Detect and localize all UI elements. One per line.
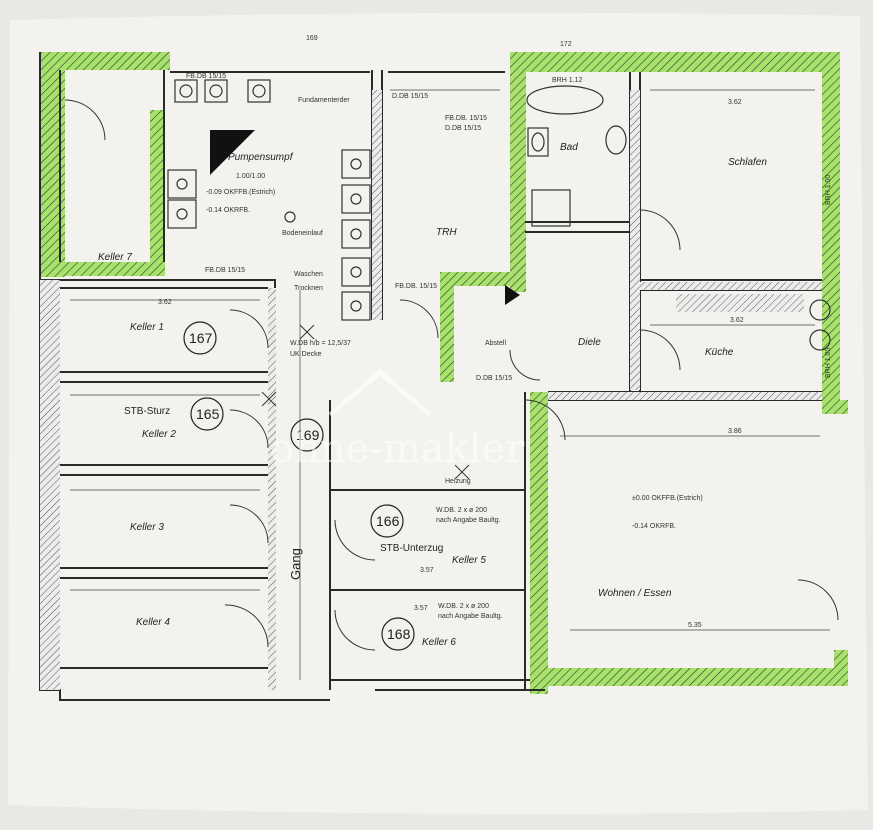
note-brh: BRH 1.12	[552, 77, 582, 84]
room-number-166-text: 166	[376, 513, 400, 529]
note-stb-unterzug: STB-Unterzug	[380, 543, 443, 554]
cross-marks	[261, 324, 470, 480]
exterior-walls-highlight	[40, 52, 848, 694]
note-bodeneinlauf: Bodeneinlauf	[282, 230, 323, 237]
note-fbdb-trh-low: FB.DB. 15/15	[395, 283, 437, 290]
room-number-165-text: 165	[196, 406, 220, 422]
note-ddb-trh-2: D.DB 15/15	[445, 125, 481, 132]
room-heizung: Heizung	[445, 478, 471, 485]
note-wdb-168: W.DB. 2 x ø 200	[438, 603, 489, 610]
room-trh: TRH	[436, 227, 457, 238]
page-number-top: 169	[306, 35, 318, 42]
room-keller-5: Keller 5	[452, 555, 486, 566]
dim-wohnen-2: 3.86	[728, 428, 742, 435]
room-keller-4: Keller 4	[136, 617, 170, 628]
room-waschen: Waschen	[294, 271, 323, 278]
note-fbdb-top: FB.DB 15/15	[186, 73, 226, 80]
page-number-top-2: 172	[560, 41, 572, 48]
wall-hatch-segments	[40, 90, 822, 690]
door-swings	[64, 99, 839, 651]
room-trocknen: Trocknen	[294, 285, 323, 292]
room-number-166: 166	[370, 504, 404, 538]
note-wdb-166-b: nach Angabe Baultg.	[436, 517, 501, 524]
room-bad: Bad	[560, 142, 578, 153]
room-number-169: 169	[290, 418, 324, 452]
note-fbdb-trh: FB.DB. 15/15	[445, 115, 487, 122]
note-okrfb-wohnen: -0.14 OKRFB.	[632, 523, 676, 530]
fixtures	[167, 79, 831, 351]
arrow-mark	[505, 285, 520, 305]
note-pumpensumpf-dim: 1.00/1.00	[236, 173, 265, 180]
watermark: ohne-makler	[270, 368, 525, 472]
room-keller-7: Keller 7	[98, 252, 132, 263]
note-okffb-wohnen: ±0.00 OKFFB.(Estrich)	[632, 495, 703, 502]
pump-sump-mark	[210, 130, 255, 175]
watermark-house-icon	[328, 368, 432, 417]
room-number-167: 167	[183, 321, 217, 355]
dimension-lines	[70, 89, 830, 680]
room-keller-6: Keller 6	[422, 637, 456, 648]
note-fbdb-left: FB.DB 15/15	[205, 267, 245, 274]
paper-fold	[8, 12, 868, 815]
note-stb-sturz: STB-Sturz	[124, 406, 170, 417]
room-kueche: Küche	[705, 347, 734, 358]
room-keller-1: Keller 1	[130, 322, 164, 333]
room-wohnen-essen: Wohnen / Essen	[598, 588, 672, 599]
note-uk-decke: UK Decke	[290, 351, 322, 358]
dim-keller-6: 3.57	[414, 605, 428, 612]
dim-kueche: 3.62	[730, 317, 744, 324]
room-abstell: Abstell	[485, 340, 506, 347]
dim-schlafen: 3.62	[728, 99, 742, 106]
watermark-text: ohne-makler	[270, 426, 525, 472]
dim-keller-1: 3.62	[158, 299, 172, 306]
note-okffb-estrich: -0.09 OKFFB.(Estrich)	[206, 189, 275, 196]
dim-wohnen: 5.35	[688, 622, 702, 629]
room-keller-2: Keller 2	[142, 429, 176, 440]
note-okrfb: -0.14 OKRFB.	[206, 207, 250, 214]
note-brh-right: BRH 1.00	[825, 175, 832, 205]
room-gang: Gang	[288, 548, 303, 580]
note-fundamenterder: Fundamenterder	[298, 97, 350, 104]
room-number-168-text: 168	[387, 626, 411, 642]
note-ddb-abstell: D.DB 15/15	[476, 375, 512, 382]
note-wdb-uk: W.DB h/b = 12,5/37	[290, 340, 351, 347]
room-schlafen: Schlafen	[728, 157, 767, 168]
room-number-165: 165	[190, 397, 224, 431]
room-diele: Diele	[578, 337, 601, 348]
note-wdb-166: W.DB. 2 x ø 200	[436, 507, 487, 514]
note-pumpensumpf: Pumpensumpf	[228, 152, 294, 163]
note-brh-kueche: BRH 1.00	[825, 348, 832, 378]
room-number-169-text: 169	[296, 427, 320, 443]
dim-keller-5: 3.57	[420, 567, 434, 574]
note-wdb-168-b: nach Angabe Baultg.	[438, 613, 503, 620]
note-ddb-trh: D.DB 15/15	[392, 93, 428, 100]
room-number-168: 168	[381, 617, 415, 651]
room-number-167-text: 167	[189, 330, 213, 346]
room-keller-3: Keller 3	[130, 522, 164, 533]
